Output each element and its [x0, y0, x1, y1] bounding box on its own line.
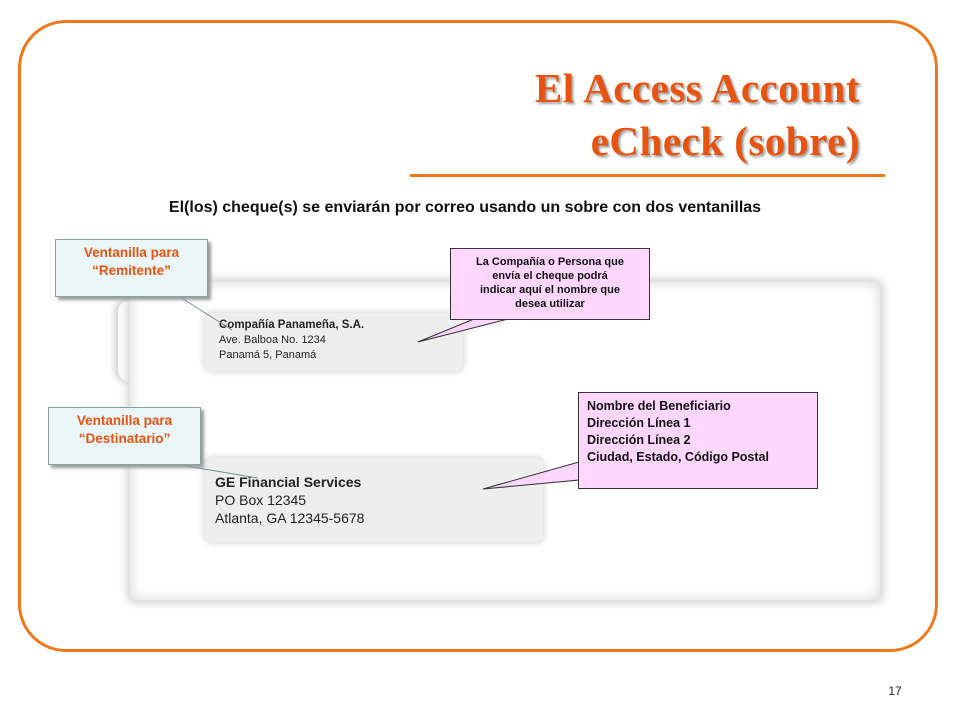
callout-beneficiary-fields: Nombre del Beneficiario Dirección Línea … — [578, 392, 818, 489]
recipient-name: GE Financial Services — [215, 474, 362, 490]
callout-recipient-line-2: “Destinatario” — [78, 431, 171, 446]
beneficiary-field-address-2: Dirección Línea 2 — [587, 433, 691, 447]
company-note-line-4: desea utilizar — [515, 298, 585, 310]
company-note-line-2: envía el cheque podrá — [492, 270, 608, 282]
recipient-address-line-2: Atlanta, GA 12345-5678 — [215, 510, 365, 526]
recipient-address: GE Financial Services PO Box 12345 Atlan… — [215, 473, 364, 527]
callout-company-note: La Compañía o Persona que envía el chequ… — [450, 248, 650, 320]
sender-address-line-2: Panamá 5, Panamá — [219, 349, 317, 361]
sender-name: Compañía Panameña, S.A. — [219, 319, 365, 331]
company-note-line-3: indicar aquí el nombre que — [480, 284, 620, 296]
title-line-2: eCheck (sobre) — [590, 118, 860, 164]
sender-address: Compañía Panameña, S.A. Ave. Balboa No. … — [219, 318, 364, 363]
callout-recipient-window: Ventanilla para “Destinatario” — [48, 407, 201, 465]
callout-sender-window: Ventanilla para “Remitente” — [55, 239, 208, 297]
beneficiary-field-city: Ciudad, Estado, Código Postal — [587, 450, 769, 464]
sender-address-line-1: Ave. Balboa No. 1234 — [219, 334, 326, 346]
title-underline — [410, 174, 885, 177]
callout-sender-line-2: “Remitente” — [92, 263, 171, 278]
slide-frame — [18, 20, 938, 652]
title-line-1: El Access Account — [534, 65, 860, 111]
beneficiary-field-name: Nombre del Beneficiario — [587, 399, 731, 413]
slide-subtitle: El(los) cheque(s) se enviarán por correo… — [168, 199, 762, 216]
beneficiary-field-address-1: Dirección Línea 1 — [587, 416, 691, 430]
callout-sender-line-1: Ventanilla para — [83, 245, 180, 260]
slide-title: El Access Account eCheck (sobre) — [535, 62, 860, 168]
recipient-address-line-1: PO Box 12345 — [215, 492, 307, 508]
company-note-line-1: La Compañía o Persona que — [476, 256, 624, 268]
page-number: 17 — [888, 684, 902, 698]
callout-recipient-line-1: Ventanilla para — [76, 413, 173, 428]
